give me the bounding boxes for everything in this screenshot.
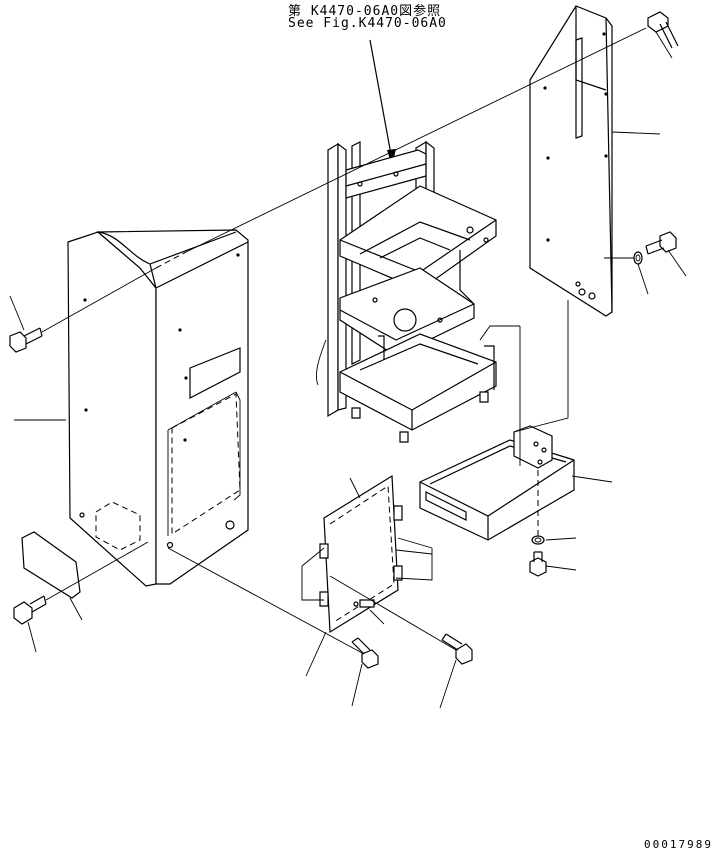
right-side-cover	[530, 6, 612, 316]
bolt-left-lower	[14, 596, 46, 624]
assembly-lines	[42, 28, 646, 654]
drawing-number: 00017989	[644, 838, 713, 851]
central-rack	[316, 142, 496, 442]
reference-arrow	[370, 40, 396, 166]
small-cover-plate	[22, 532, 80, 598]
reference-note-en: See Fig.K4470-06A0	[288, 16, 447, 31]
bolt-under-tray	[530, 552, 546, 576]
bolt-bottom-center	[352, 638, 378, 668]
bolt-top-right	[648, 12, 678, 48]
leader-lines	[10, 32, 686, 708]
left-side-cover	[68, 230, 248, 586]
bolt-bottom-right	[442, 634, 472, 664]
reference-note-jp: 第 K4470-06A0図参照	[288, 4, 442, 19]
bolt-left-upper	[10, 328, 42, 352]
washer-under-tray	[532, 536, 544, 544]
washer-mid-right	[634, 252, 642, 264]
access-panel	[320, 476, 402, 632]
bolt-mid-right	[646, 232, 676, 254]
battery-tray	[420, 426, 574, 540]
